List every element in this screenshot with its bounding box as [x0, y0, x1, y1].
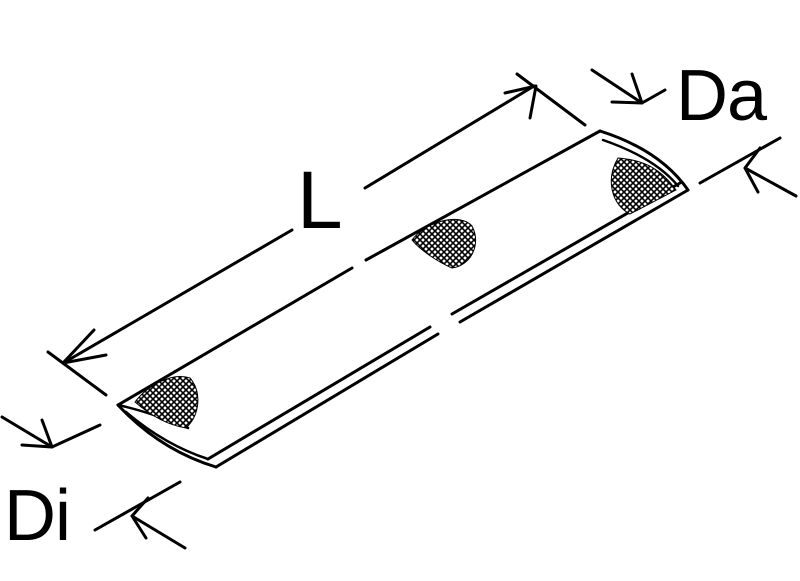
shading-left — [134, 376, 199, 429]
length-extension-right — [515, 72, 587, 127]
length-extension-left — [46, 350, 108, 397]
tube-right-end-inner — [601, 138, 680, 188]
tube-right-end — [598, 129, 690, 192]
length-label: L — [297, 155, 343, 246]
tube-shading — [134, 157, 677, 429]
di-arrow-upper-icon — [20, 418, 54, 449]
da-arrow-lower-icon — [743, 146, 762, 194]
tube-top-edge — [116, 129, 602, 407]
di-leader-lower-tail — [130, 514, 187, 550]
da-leader-lower-tail — [743, 166, 798, 198]
di-arrow-lower-icon — [130, 496, 150, 540]
da-arrow-upper-icon — [610, 72, 644, 105]
length-arrow-right-icon — [503, 84, 538, 120]
outer-diameter-dimension — [590, 68, 798, 198]
da-leader-upper — [590, 68, 667, 105]
length-dimension — [46, 72, 587, 397]
shading-right — [610, 157, 677, 215]
tube-body — [116, 129, 690, 469]
shading-middle — [411, 218, 477, 269]
length-line-right — [363, 84, 536, 190]
di-leader-lower — [93, 480, 182, 532]
da-leader-lower — [698, 136, 782, 185]
tube-bottom-edge-outer — [214, 188, 690, 469]
length-arrow-left-icon — [61, 328, 108, 365]
inner-diameter-dimension — [0, 415, 187, 550]
outer-diameter-label: Da — [676, 56, 767, 136]
length-line-left — [63, 228, 294, 364]
inner-diameter-label: Di — [4, 476, 71, 556]
tube-left-end-inner — [124, 410, 210, 461]
